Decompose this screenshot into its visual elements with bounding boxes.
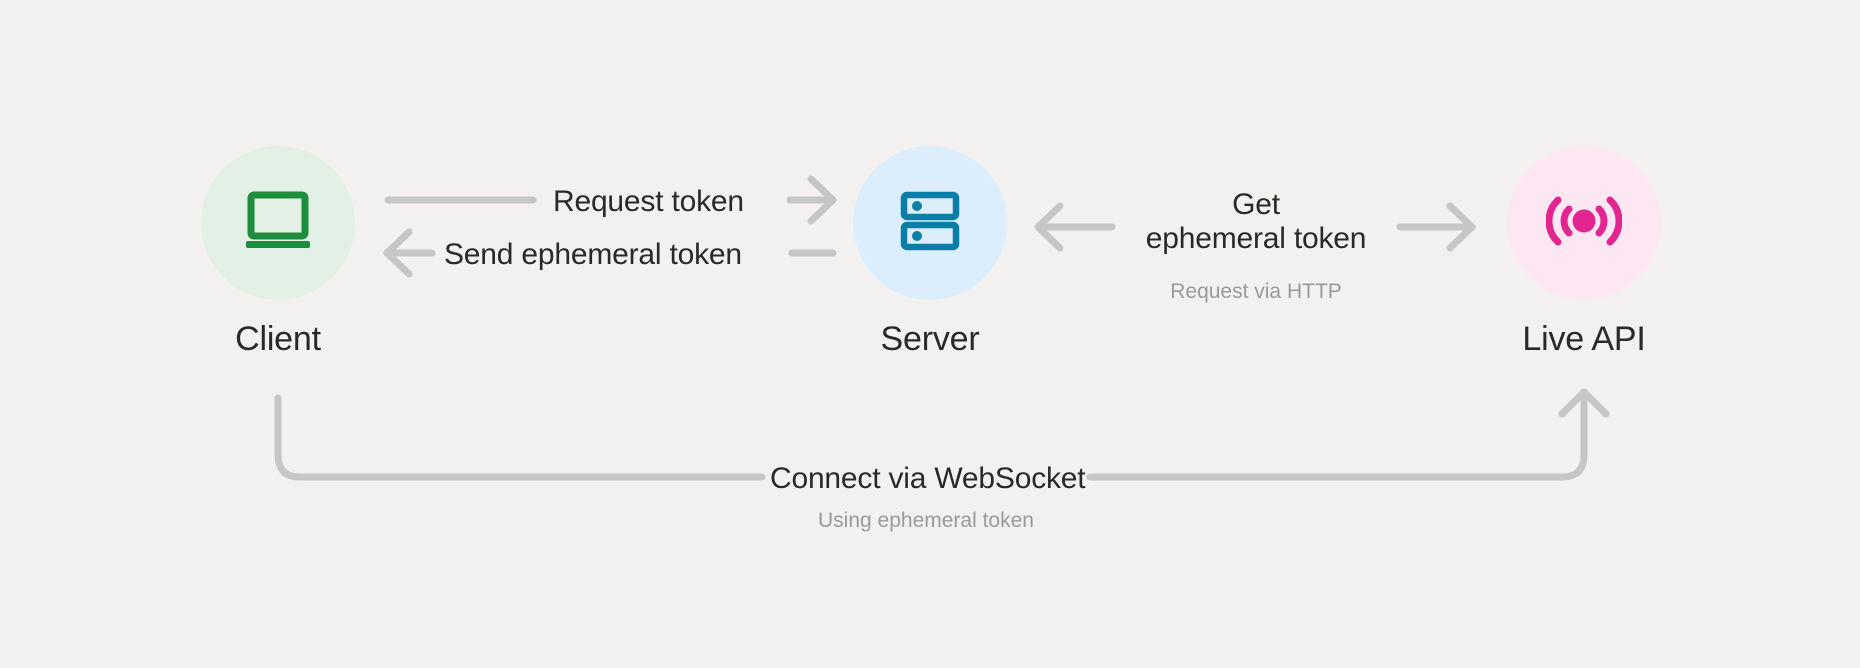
server-circle xyxy=(853,146,1007,300)
websocket-path-right xyxy=(1086,388,1588,481)
edge-label-send-ephemeral-token: Send ephemeral token xyxy=(444,238,742,271)
edge-sublabel-request-via-http: Request via HTTP xyxy=(1170,280,1342,303)
node-live-api[interactable]: Live API xyxy=(1507,146,1661,356)
broadcast-signal-icon xyxy=(1545,190,1623,257)
node-server[interactable]: Server xyxy=(853,146,1007,356)
server-rack-icon xyxy=(899,190,961,257)
edge-label-request-token: Request token xyxy=(553,185,744,218)
get-token-left-arrow-head xyxy=(1034,202,1064,252)
server-label: Server xyxy=(880,320,980,358)
client-circle xyxy=(201,146,355,300)
node-client[interactable]: Client xyxy=(201,146,355,356)
get-ephemeral-token-line2: ephemeral token xyxy=(1145,221,1367,255)
edge-sublabel-using-ephemeral-token: Using ephemeral token xyxy=(818,509,1034,532)
websocket-path-left xyxy=(274,394,766,481)
laptop-icon xyxy=(242,190,314,257)
request-token-arrow-head xyxy=(807,175,837,225)
live-api-circle xyxy=(1507,146,1661,300)
live-api-label: Live API xyxy=(1522,320,1646,358)
get-ephemeral-token-line1: Get xyxy=(1232,188,1280,221)
websocket-arrow-head xyxy=(1558,388,1610,418)
get-token-right-arrow-head xyxy=(1446,202,1476,252)
edge-label-connect-via-websocket: Connect via WebSocket xyxy=(770,462,1086,495)
client-label: Client xyxy=(235,320,321,358)
edge-label-get-ephemeral-token: Get ephemeral token xyxy=(1134,188,1378,255)
send-token-arrow-head xyxy=(383,228,413,278)
